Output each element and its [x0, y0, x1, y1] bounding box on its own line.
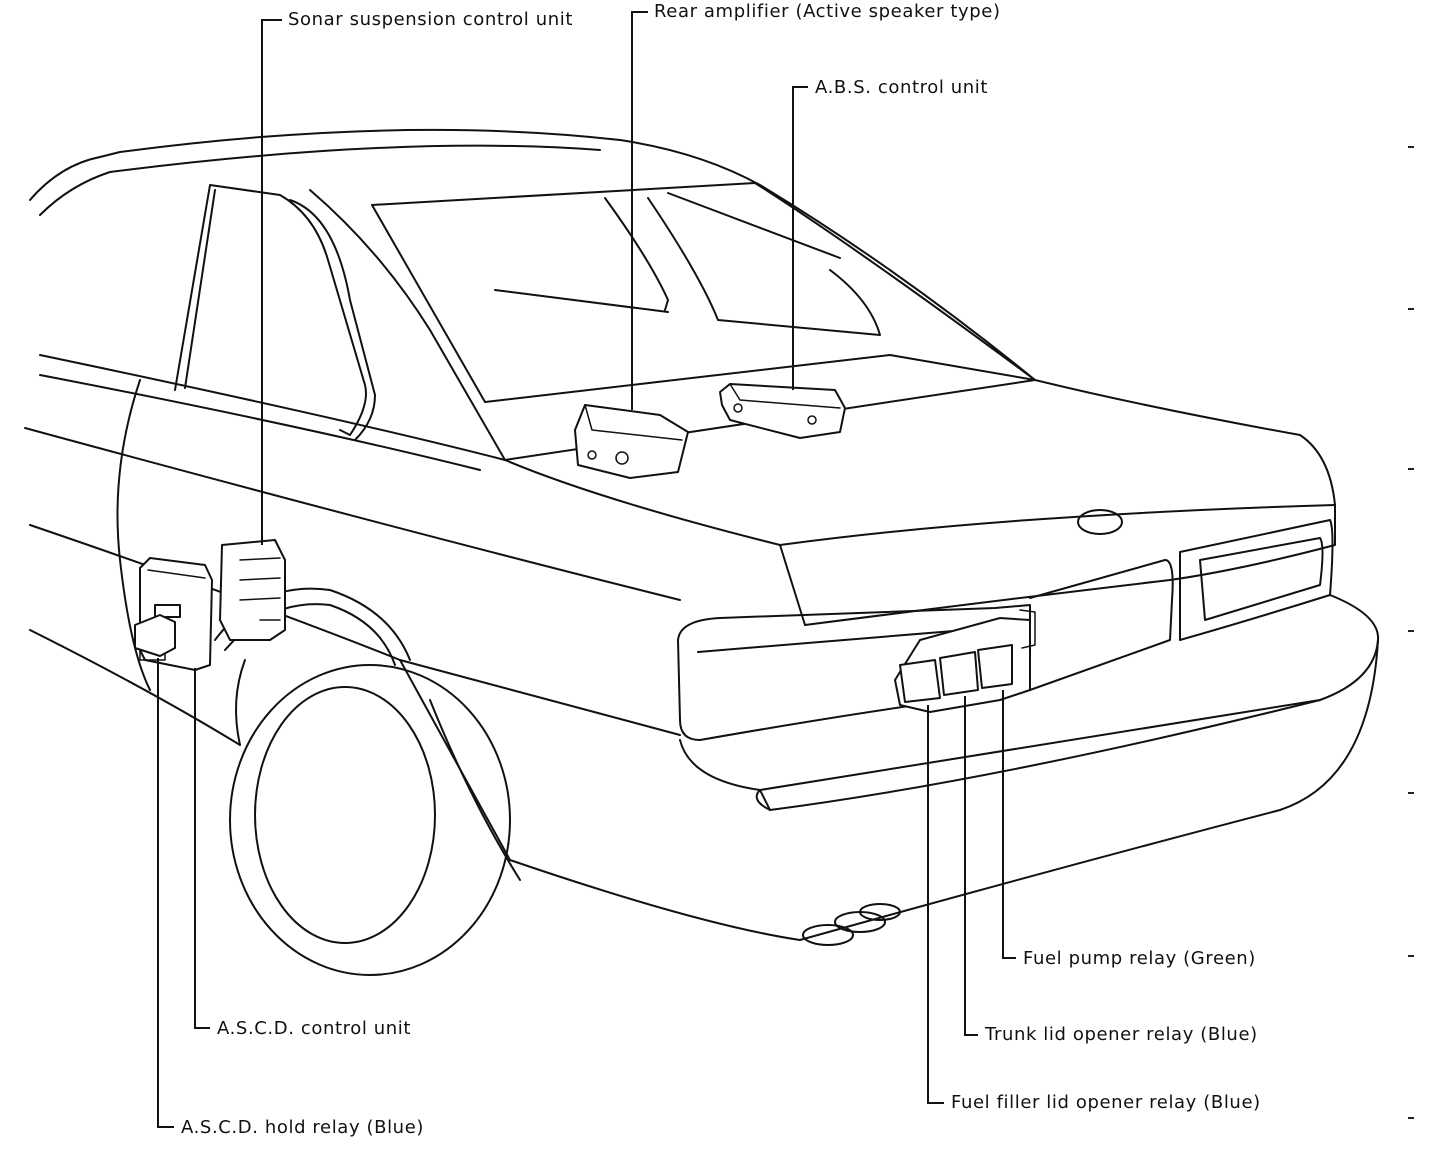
label-rear-amplifier: Rear amplifier (Active speaker type): [654, 1, 1001, 22]
margin-tick: [1408, 308, 1414, 310]
label-fuel-pump-relay: Fuel pump relay (Green): [1023, 948, 1256, 969]
label-abs-control-unit: A.B.S. control unit: [815, 77, 989, 98]
label-trunk-lid-opener-relay: Trunk lid opener relay (Blue): [985, 1024, 1258, 1045]
margin-tick: [1408, 955, 1414, 957]
label-ascd-control-unit: A.S.C.D. control unit: [217, 1018, 412, 1039]
abs-control-unit-shape: [719, 383, 846, 439]
margin-tick: [1408, 146, 1414, 148]
margin-tick: [1408, 630, 1414, 632]
label-ascd-hold-relay: A.S.C.D. hold relay (Blue): [181, 1117, 424, 1138]
label-fuel-filler-lid-opener-relay: Fuel filler lid opener relay (Blue): [951, 1092, 1261, 1113]
label-sonar-suspension-control-unit: Sonar suspension control unit: [288, 9, 573, 30]
margin-tick: [1408, 468, 1414, 470]
rear-amplifier-shape: [574, 404, 689, 479]
relay-cluster-shape: [894, 609, 1036, 713]
ascd-hold-relay-shape: [134, 614, 176, 661]
margin-tick: [1408, 792, 1414, 794]
sonar-control-unit-shape: [219, 539, 286, 641]
leader-lines: [157, 11, 1016, 1128]
margin-tick: [1408, 1117, 1414, 1119]
